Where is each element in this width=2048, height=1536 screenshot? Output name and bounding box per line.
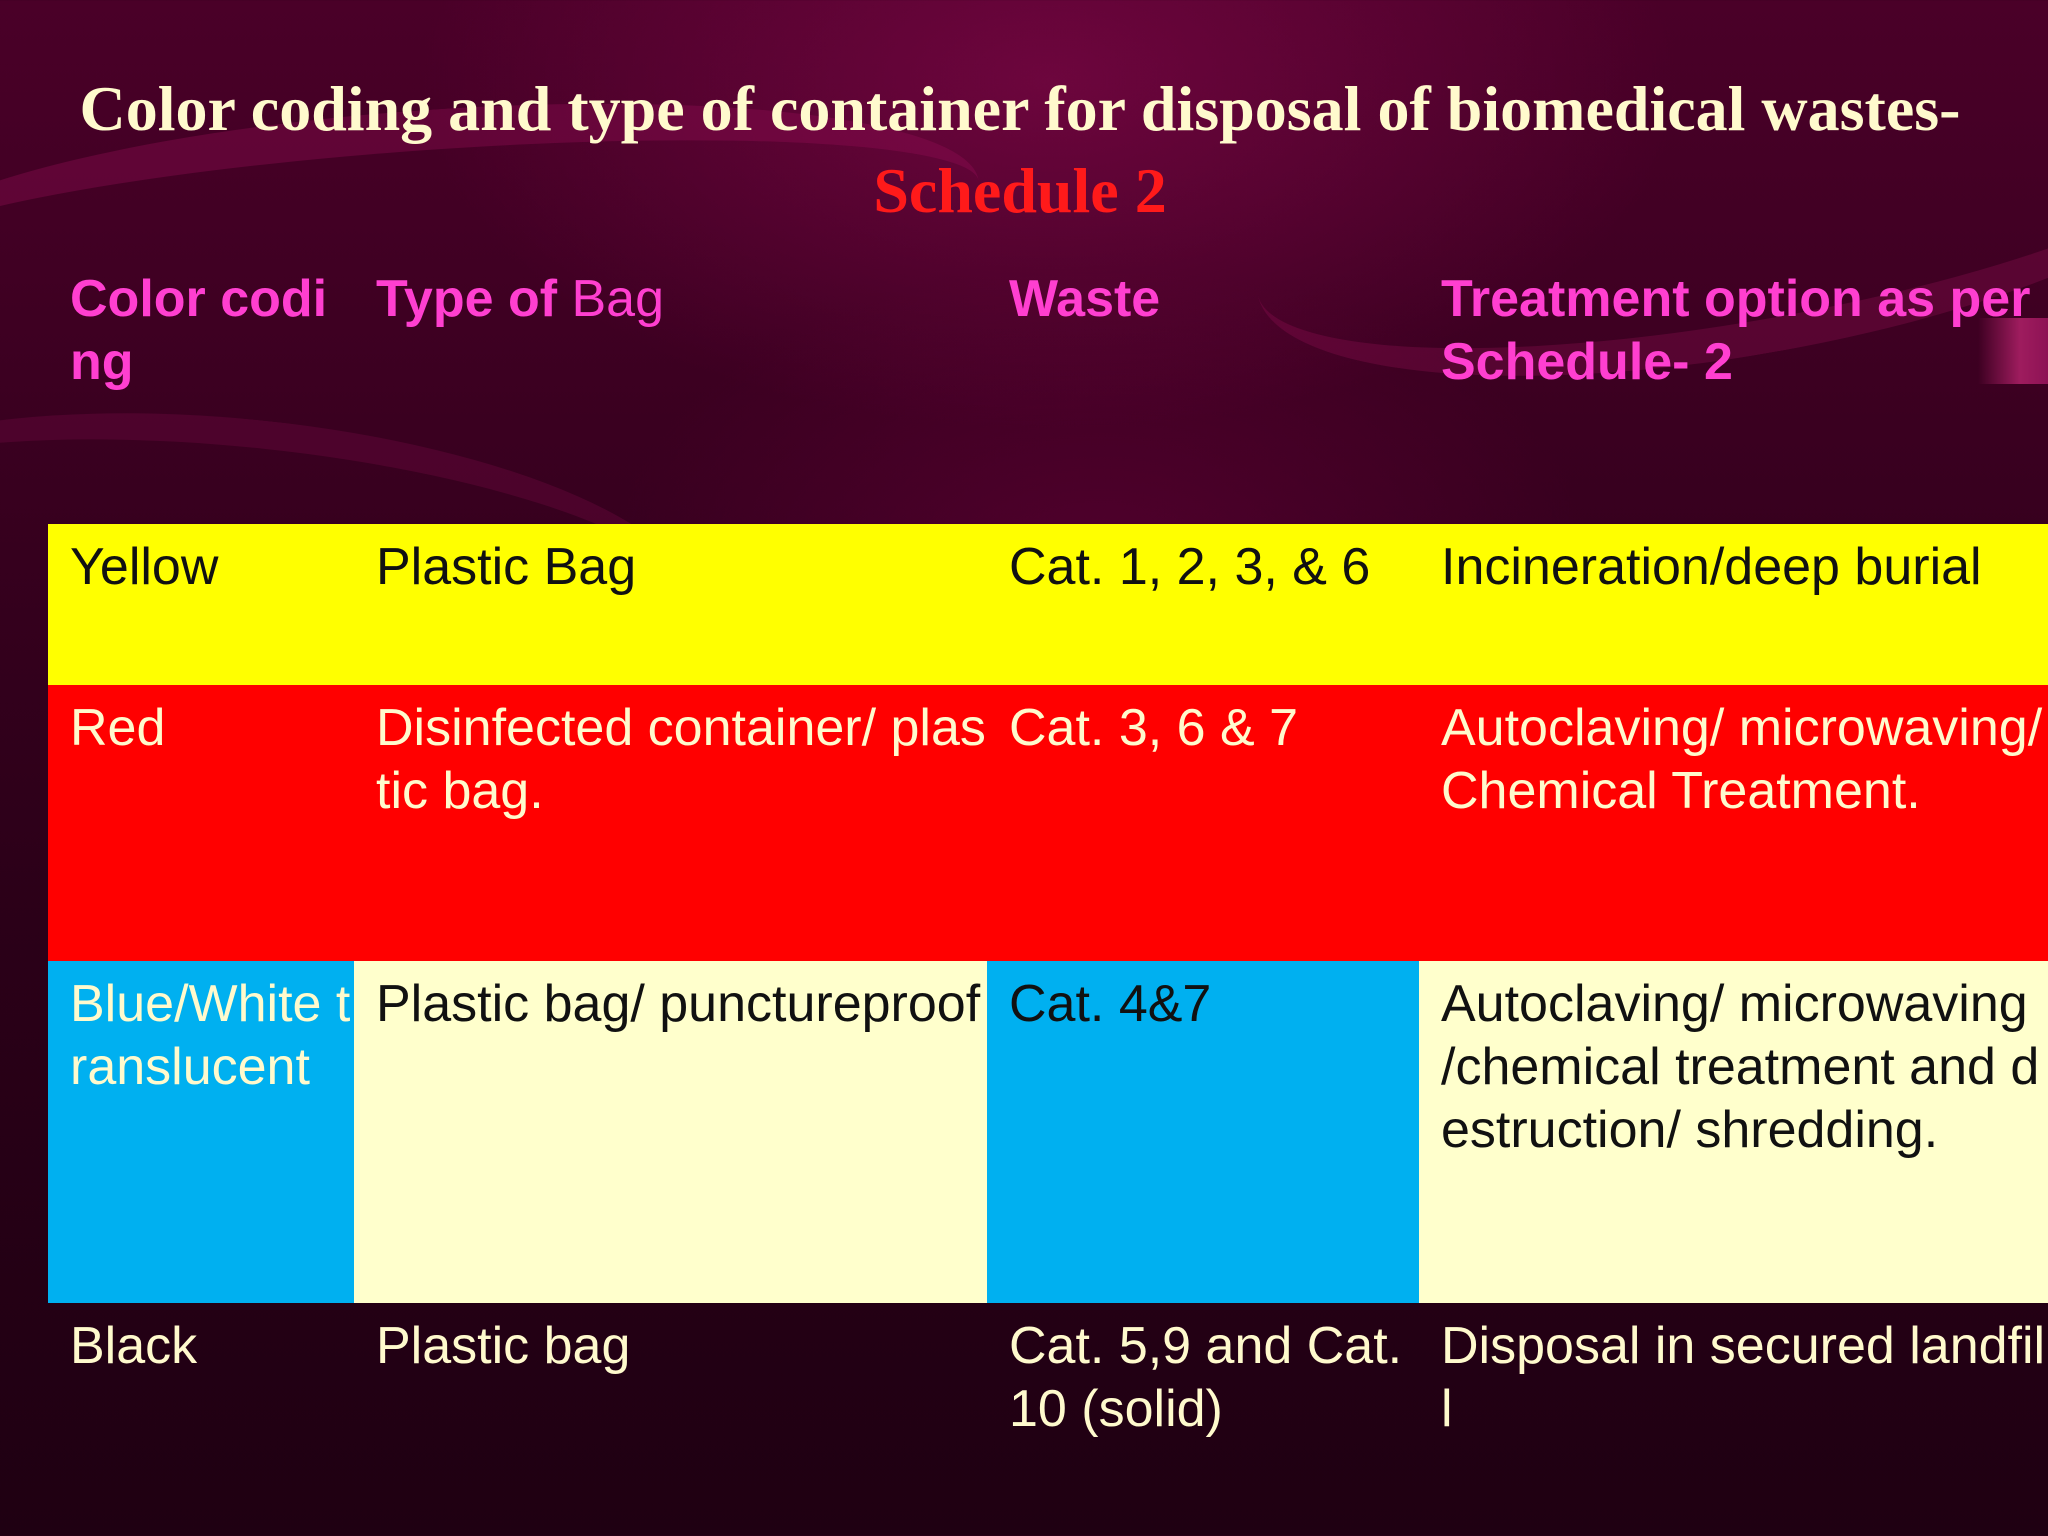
slide-title: Color coding and type of container for d… — [60, 68, 1980, 232]
cell-color: Blue/White translucent — [48, 961, 354, 1303]
title-highlight: Schedule 2 — [873, 155, 1167, 226]
cell-waste: Cat. 1, 2, 3, & 6 — [987, 524, 1419, 685]
cell-type: Plastic Bag — [354, 524, 987, 685]
title-main: Color coding and type of container for d… — [79, 73, 1961, 144]
table-row: Blue/White translucent Plastic bag/ punc… — [48, 961, 2048, 1303]
cell-type: Disinfected container/ plastic bag. — [354, 685, 987, 961]
cell-color: Yellow — [48, 524, 354, 685]
cell-treatment: Autoclaving/ microwaving /chemical treat… — [1419, 961, 2048, 1303]
header-type-of-bag: Type of Bag — [354, 262, 987, 524]
table-row: Red Disinfected container/ plastic bag. … — [48, 685, 2048, 961]
cell-type: Plastic bag — [376, 1317, 631, 1375]
cell-type: Plastic bag/ punctureproof — [354, 961, 987, 1303]
table-row: Black Plastic bag Cat. 5,9 and Cat. 10 (… — [48, 1303, 2048, 1463]
cell-waste: Cat. 3, 6 & 7 — [987, 685, 1419, 961]
cell-treatment: Autoclaving/ microwaving/Chemical Treatm… — [1419, 685, 2048, 961]
decorative-side-tab — [1978, 318, 2048, 384]
cell-color: Red — [48, 685, 354, 961]
cell-waste: Cat. 5,9 and Cat. 10 (solid) — [1009, 1317, 1403, 1438]
waste-disposal-table: Color coding Type of Bag Waste Treatment… — [48, 262, 2048, 1463]
header-type-bold: Type of — [376, 270, 572, 328]
cell-treatment: Disposal in secured landfill — [1441, 1317, 2046, 1438]
header-color-coding: Color coding — [70, 270, 328, 391]
table-header-row: Color coding Type of Bag Waste Treatment… — [48, 262, 2048, 524]
cell-waste: Cat. 4&7 — [987, 961, 1419, 1303]
table-row: Yellow Plastic Bag Cat. 1, 2, 3, & 6 Inc… — [48, 524, 2048, 685]
cell-color: Black — [70, 1317, 198, 1375]
cell-treatment: Incineration/deep burial — [1419, 524, 2048, 685]
header-treatment: Treatment option as per Schedule- 2 — [1441, 270, 2031, 391]
header-waste: Waste — [1009, 270, 1161, 328]
header-type-normal: Bag — [571, 270, 665, 328]
